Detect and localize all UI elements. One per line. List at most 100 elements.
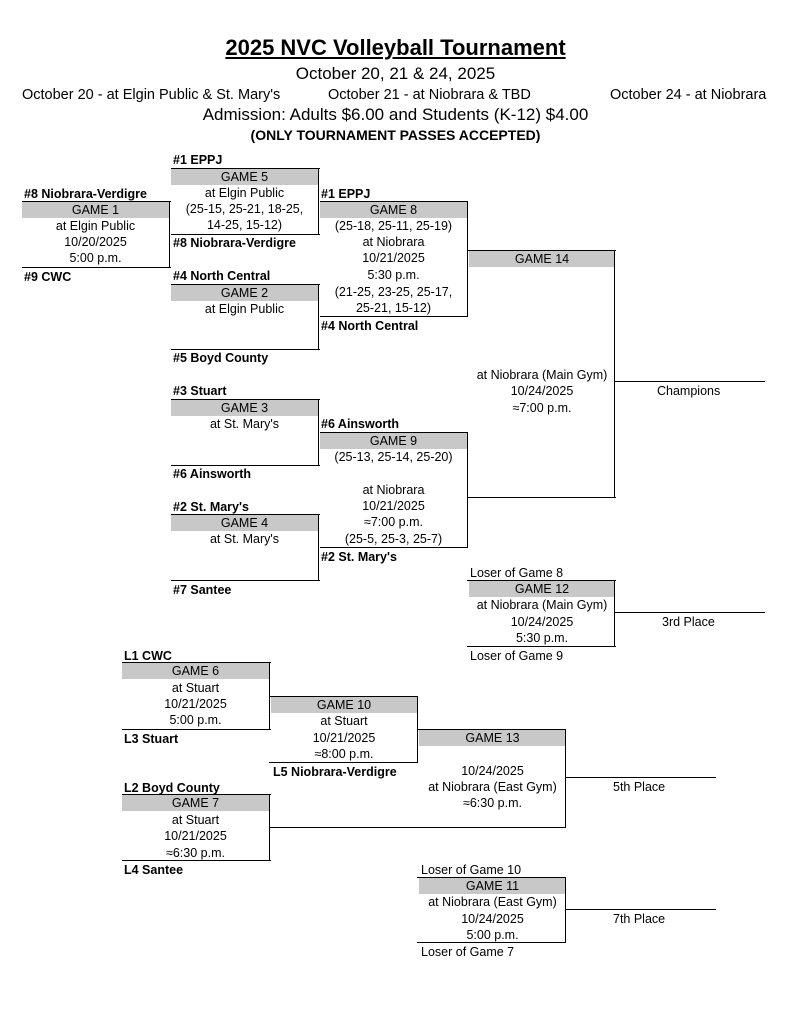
game-info: at Niobrara [362, 235, 425, 249]
team-label: L5 Niobrara-Verdigre [273, 765, 397, 779]
game-info: 10/21/2025 [362, 499, 425, 513]
bracket-line [565, 877, 566, 943]
game-info: 14-25, 15-12) [206, 218, 283, 232]
game-1-header: GAME 1 [22, 202, 169, 218]
game-info: (25-5, 25-3, 25-7) [344, 532, 443, 546]
bracket-line [318, 284, 319, 350]
game-info: ≈6:30 p.m. [463, 796, 522, 810]
bracket-line [171, 399, 320, 400]
third-place-label: 3rd Place [662, 615, 715, 629]
team-label: #1 EPPJ [321, 187, 371, 201]
team-label: #1 EPPJ [173, 153, 223, 167]
bracket-line [614, 250, 615, 498]
site-day-1: October 20 - at Elgin Public & St. Mary'… [22, 87, 281, 103]
bracket-line [171, 514, 320, 515]
game-13-header: GAME 13 [419, 730, 566, 746]
team-label: #8 Niobrara-Verdigre [173, 236, 296, 250]
team-label: L3 Stuart [124, 732, 179, 746]
game-7-header: GAME 7 [122, 795, 269, 811]
team-label: #4 North Central [173, 269, 271, 283]
game-info: 10/24/2025 [461, 912, 524, 926]
loser-label: Loser of Game 10 [421, 863, 522, 877]
seventh-place-label: 7th Place [613, 912, 666, 926]
game-12-header: GAME 12 [469, 581, 615, 597]
game-info: 5:00 p.m. [466, 928, 519, 942]
game-info: 10/20/2025 [64, 235, 127, 249]
game-info: 10/24/2025 [461, 764, 524, 778]
bracket-line [318, 514, 319, 581]
bracket-line [614, 580, 615, 647]
bracket-line [318, 399, 319, 466]
admission-info: Admission: Adults $6.00 and Students (K-… [202, 105, 589, 124]
game-info: 5:00 p.m. [169, 713, 222, 727]
game-info: at Stuart [171, 681, 220, 695]
game-info: (25-18, 25-11, 25-19) [334, 219, 453, 233]
bracket-line [417, 877, 566, 878]
game-info: 5:30 p.m. [367, 268, 420, 282]
bracket-line [171, 168, 320, 169]
team-label: #2 St. Mary's [321, 550, 397, 564]
passes-note: (ONLY TOURNAMENT PASSES ACCEPTED) [250, 127, 541, 143]
team-label: #9 CWC [24, 270, 72, 284]
bracket-line [320, 547, 468, 548]
game-info: 10/24/2025 [510, 615, 574, 629]
game-info: at Niobrara (Main Gym) [476, 598, 608, 612]
game-info: (21-25, 23-25, 25-17, [334, 285, 453, 299]
team-label: L1 CWC [124, 649, 172, 663]
bracket-line [565, 729, 566, 828]
bracket-line [122, 662, 271, 663]
team-label: #6 Ainsworth [321, 417, 400, 431]
bracket-line [122, 729, 271, 730]
game-info: at Elgin Public [204, 186, 285, 200]
champions-label: Champions [657, 384, 721, 398]
game-info: at St. Mary's [209, 532, 280, 546]
team-label: #3 Stuart [173, 384, 227, 398]
game-info: at Elgin Public [204, 302, 285, 316]
bracket-line [171, 284, 320, 285]
game-info: at Stuart [171, 813, 220, 827]
fifth-place-label: 5th Place [613, 780, 666, 794]
game-info: at St. Mary's [209, 417, 280, 431]
page-title: 2025 NVC Volleyball Tournament [225, 35, 566, 60]
game-info: at Elgin Public [55, 219, 136, 233]
game-info: at Niobrara (East Gym) [428, 780, 557, 794]
bracket-line [467, 646, 616, 647]
game-10-header: GAME 10 [271, 697, 417, 713]
team-label: #2 St. Mary's [173, 500, 249, 514]
game-info: 10/21/2025 [164, 697, 227, 711]
bracket-line [171, 349, 320, 350]
loser-label: Loser of Game 9 [470, 649, 564, 663]
seventh-place-line [565, 909, 716, 910]
bracket-line [169, 201, 170, 268]
game-2-header: GAME 2 [171, 285, 318, 301]
team-label: #5 Boyd County [173, 351, 269, 365]
game-info: 5:00 p.m. [69, 251, 122, 265]
bracket-line [318, 168, 319, 235]
game-info: ≈8:00 p.m. [314, 747, 374, 761]
site-day-2: October 21 - at Niobrara & TBD [328, 87, 531, 103]
game-11-header: GAME 11 [419, 878, 566, 894]
game-9-header: GAME 9 [320, 433, 467, 449]
bracket-line [122, 794, 271, 795]
game-info: 25-21, 15-12) [355, 301, 432, 315]
game-3-header: GAME 3 [171, 400, 318, 416]
bracket-line [269, 696, 418, 697]
game-info: 10/21/2025 [362, 251, 425, 265]
team-label: L4 Santee [124, 863, 184, 877]
bracket-line [269, 827, 566, 828]
game-info: 10/21/2025 [312, 731, 376, 745]
game-info: at Niobrara (Main Gym) [476, 368, 608, 382]
game-14-header: GAME 14 [469, 251, 615, 267]
bracket-line [467, 201, 468, 317]
bracket-line [122, 860, 271, 861]
bracket-line [320, 316, 468, 317]
game-info: ≈7:00 p.m. [364, 515, 423, 529]
team-label: #8 Niobrara-Verdigre [24, 187, 147, 201]
game-info: at Stuart [320, 714, 368, 728]
loser-label: Loser of Game 7 [421, 945, 515, 959]
game-info: (25-13, 25-14, 25-20) [334, 450, 453, 464]
bracket-line [171, 465, 320, 466]
bracket-line [320, 432, 468, 433]
game-info: (25-15, 25-21, 18-25, [185, 202, 304, 216]
champions-line [614, 381, 765, 382]
